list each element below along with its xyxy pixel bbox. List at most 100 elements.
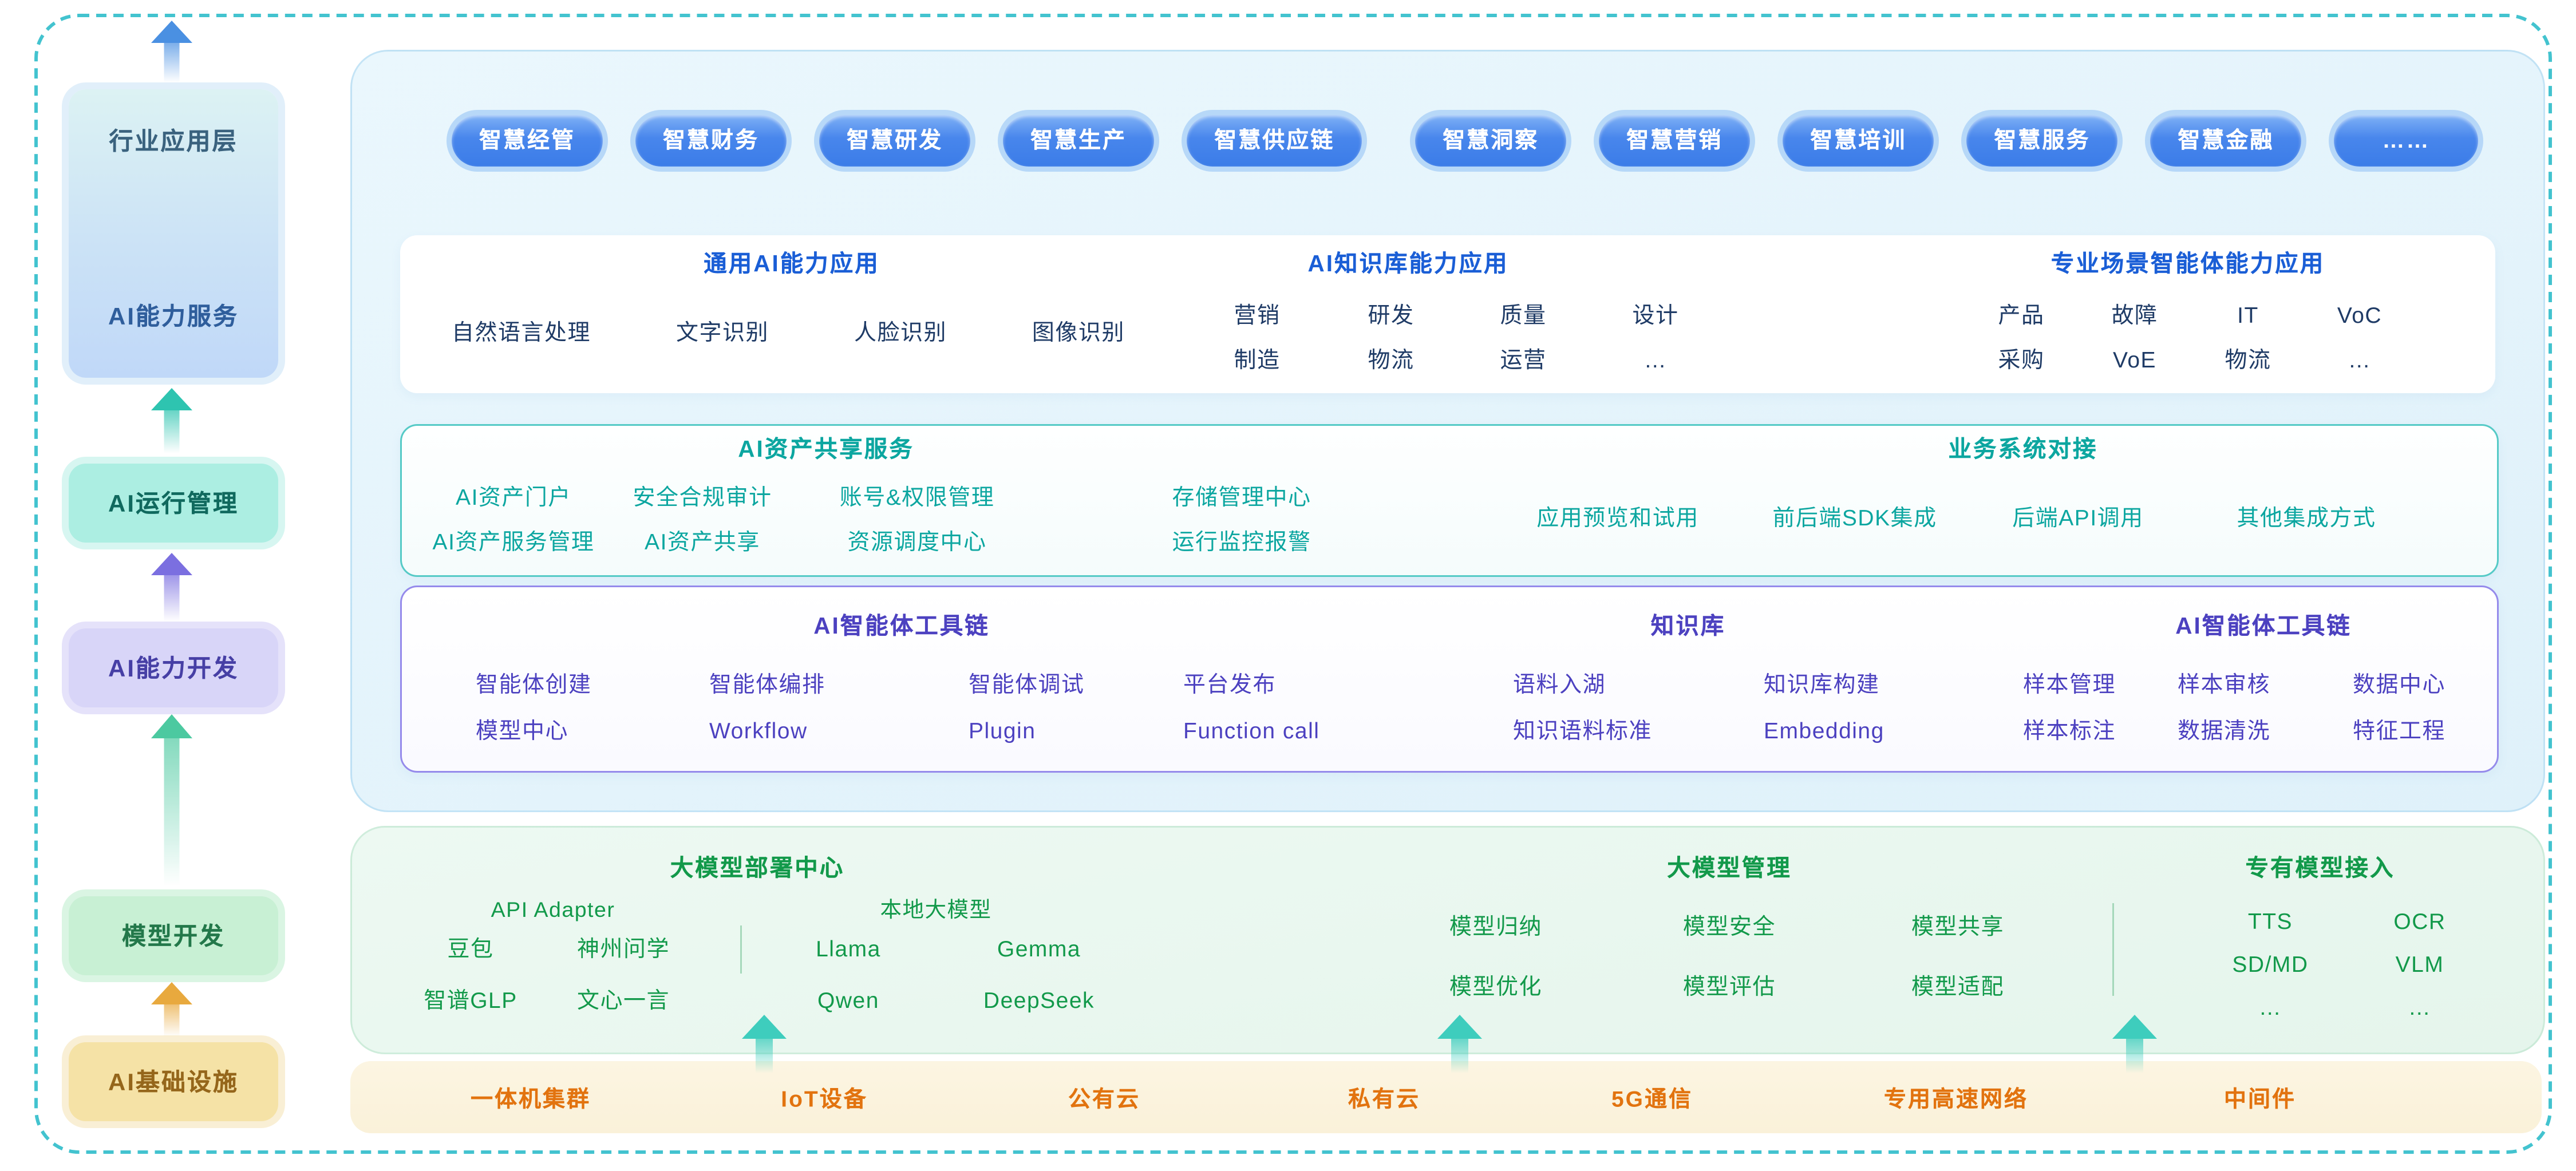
general-ai-title: 通用AI能力应用 <box>704 251 880 276</box>
model-item: 神州问学 <box>576 936 670 962</box>
agent-item: 数据中心 <box>2353 671 2446 697</box>
model-item: Qwen <box>817 987 879 1013</box>
agent-item: 智能体创建 <box>476 671 592 697</box>
model-item: … <box>2408 994 2432 1020</box>
agent-item: 语料入湖 <box>1513 671 1606 697</box>
agent-item: 智能体调试 <box>969 671 1085 697</box>
capability-item: 故障 <box>2111 302 2158 328</box>
capability-item: 运营 <box>1500 347 1547 373</box>
agent-item: 样本管理 <box>2023 671 2116 697</box>
infra-item: 公有云 <box>1068 1086 1141 1112</box>
up-arrow-icon <box>151 553 192 622</box>
agent-item: 智能体编排 <box>709 671 825 697</box>
agent-item: 样本标注 <box>2023 718 2116 743</box>
api-adapter-title: API Adapter <box>491 898 615 922</box>
divider <box>740 925 742 974</box>
agent-item: 模型中心 <box>476 718 569 743</box>
custom-model-col: TTS SD/MD … <box>2232 900 2308 1028</box>
toolchain1-title: AI智能体工具链 <box>813 613 990 639</box>
toolchain2-col: 样本管理 样本标注 <box>2023 661 2116 754</box>
integration-item: 前后端SDK集成 <box>1772 505 1937 531</box>
sidebar-layer-capability-dev: AI能力开发 <box>69 628 278 707</box>
model-item: 智谱GLP <box>424 987 517 1013</box>
model-item: SD/MD <box>2232 951 2309 977</box>
up-arrow-icon <box>2112 1015 2157 1073</box>
capability-item: 营销 <box>1234 302 1281 328</box>
up-arrow-icon <box>742 1015 787 1073</box>
agent-item: Embedding <box>1764 718 1884 743</box>
asset-item: 资源调度中心 <box>847 529 987 555</box>
integration-item: 应用预览和试用 <box>1536 505 1699 531</box>
sidebar-layer-application: 行业应用层 AI能力服务 <box>69 89 278 378</box>
model-manage-title: 大模型管理 <box>1667 855 1792 881</box>
asset-item: AI资产门户 <box>456 484 571 510</box>
up-arrow-icon <box>1437 1015 1482 1073</box>
toolchain1-col: 智能体调试 Plugin <box>969 661 1085 754</box>
up-arrow-icon <box>151 388 192 453</box>
model-item: Gemma <box>997 936 1081 962</box>
model-item: VLM <box>2395 951 2444 977</box>
model-panel: 大模型部署中心 API Adapter 本地大模型 豆包 智谱GLP 神州问学 … <box>350 826 2545 1054</box>
capability-item: … <box>2348 347 2372 373</box>
integration-item: 后端API调用 <box>2012 505 2144 531</box>
manage-col: 模型安全 模型评估 <box>1683 896 1776 1016</box>
toolchain2-col: 样本审核 数据清洗 <box>2178 661 2270 754</box>
capability-card: 通用AI能力应用 AI知识库能力应用 专业场景智能体能力应用 自然语言处理 文字… <box>400 235 2495 393</box>
scenario-col: 故障 VoE <box>2111 294 2158 383</box>
api-model-col: 豆包 智谱GLP <box>424 924 517 1027</box>
model-item: DeepSeek <box>983 987 1095 1013</box>
model-item: 模型优化 <box>1449 974 1543 999</box>
api-model-col: 神州问学 文心一言 <box>577 924 670 1027</box>
asset-item: 账号&权限管理 <box>839 484 995 510</box>
agent-item: 知识库构建 <box>1764 671 1880 697</box>
app-pill: 智慧供应链 <box>1187 115 1362 167</box>
knowledge-col: 质量 运营 <box>1500 294 1546 383</box>
scenario-col: 产品 采购 <box>1998 294 2044 383</box>
capability-item: 采购 <box>1998 347 2045 373</box>
local-model-col: Llama Qwen <box>816 924 881 1027</box>
agent-item: Plugin <box>969 718 1036 743</box>
capability-item: 图像识别 <box>1032 319 1125 345</box>
agent-item: Workflow <box>709 718 808 743</box>
capability-item: 人脸识别 <box>854 319 947 345</box>
capability-item: 物流 <box>2225 347 2271 373</box>
industry-pills-row: 智慧经管 智慧财务 智慧研发 智慧生产 智慧供应链 智慧洞察 智慧营销 智慧培训… <box>452 115 2479 167</box>
model-item: Llama <box>816 936 881 962</box>
capability-item: 文字识别 <box>675 319 769 345</box>
app-pill: 智慧培训 <box>1783 115 1934 167</box>
app-pill: 智慧财务 <box>635 115 787 167</box>
app-pill: 智慧营销 <box>1599 115 1751 167</box>
knowledge-col: 营销 制造 <box>1234 294 1280 383</box>
infra-item: 私有云 <box>1348 1086 1421 1112</box>
knowledge-col: 研发 物流 <box>1368 294 1414 383</box>
model-item: 模型安全 <box>1682 913 1776 939</box>
toolchain1-col: 智能体创建 模型中心 <box>476 661 592 754</box>
capability-item: 设计 <box>1632 302 1679 328</box>
layer-label: 行业应用层 <box>109 127 238 155</box>
asset-share-col: AI资产门户 AI资产服务管理 <box>433 476 595 565</box>
divider <box>2112 903 2114 996</box>
asset-share-col: 安全合规审计 AI资产共享 <box>633 476 772 565</box>
kb-col: 知识库构建 Embedding <box>1764 661 1884 754</box>
agent-toolchain-card: AI智能体工具链 知识库 AI智能体工具链 智能体创建 模型中心 智能体编排 W… <box>400 586 2499 773</box>
sidebar-layer-model-dev: 模型开发 <box>69 896 278 975</box>
agent-item: 样本审核 <box>2178 671 2271 697</box>
capability-item: IT <box>2237 302 2259 328</box>
capability-item: 研发 <box>1368 302 1415 328</box>
local-model-title: 本地大模型 <box>880 898 992 922</box>
toolchain1-col: 平台发布 Function call <box>1183 661 1319 754</box>
integration-item: 其他集成方式 <box>2237 505 2376 531</box>
agent-item: 知识语料标准 <box>1513 718 1653 743</box>
local-model-col: Gemma DeepSeek <box>983 924 1095 1027</box>
app-pill: 智慧金融 <box>2150 115 2302 167</box>
sidebar-layer-infrastructure: AI基础设施 <box>69 1042 278 1121</box>
infra-item: 中间件 <box>2223 1086 2297 1112</box>
asset-item: 存储管理中心 <box>1172 484 1311 510</box>
manage-col: 模型共享 模型适配 <box>1911 896 2004 1016</box>
layer-label: AI基础设施 <box>108 1068 239 1095</box>
asset-item: AI资产共享 <box>645 529 760 555</box>
layer-label: AI能力服务 <box>108 302 239 330</box>
up-arrow-icon <box>151 714 192 886</box>
knowledge-ai-title: AI知识库能力应用 <box>1307 251 1509 276</box>
infra-bar: 一体机集群 IoT设备 公有云 私有云 5G通信 专用高速网络 中间件 <box>350 1061 2542 1133</box>
